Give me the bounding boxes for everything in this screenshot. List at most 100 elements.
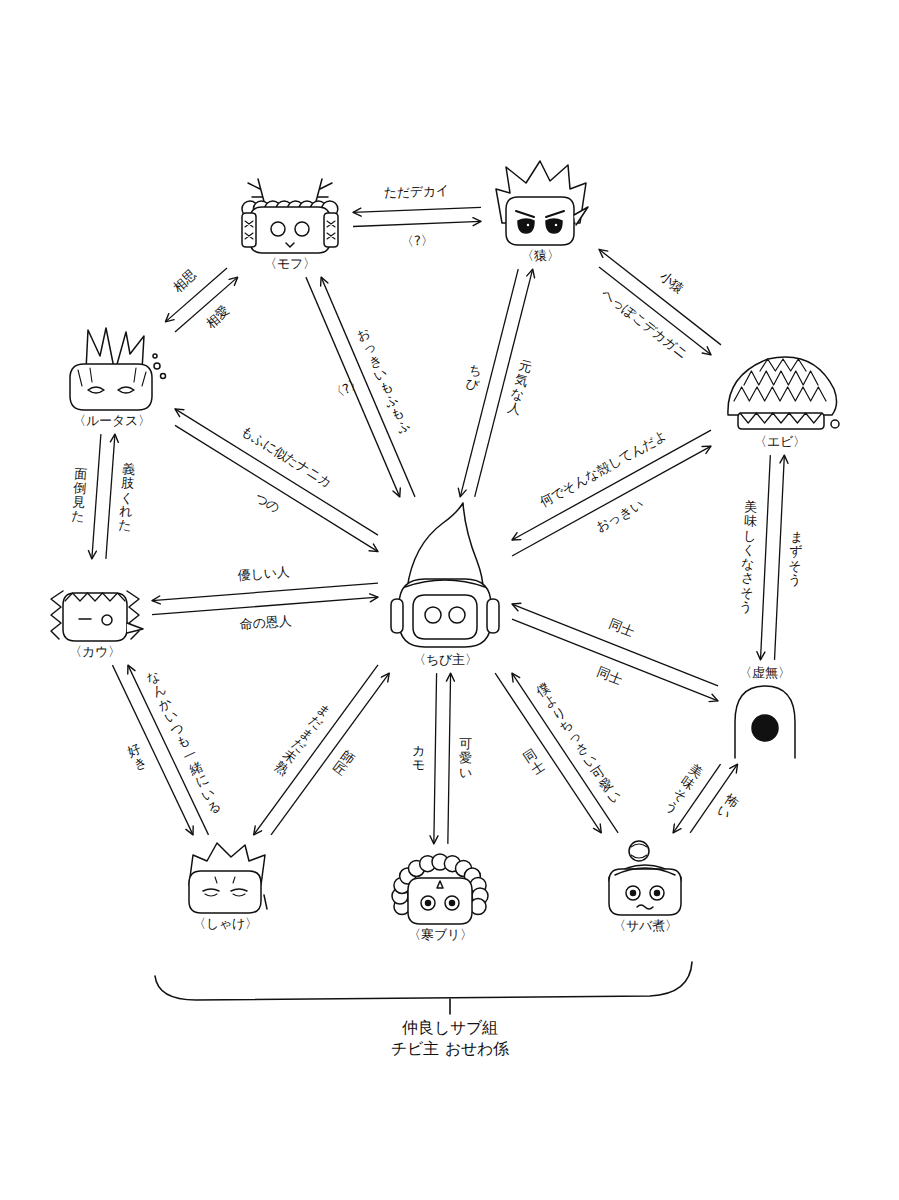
relation-label: つの: [251, 489, 284, 518]
character-node: 〈ルータス〉: [53, 326, 171, 430]
relation-label: 師匠: [329, 747, 358, 779]
relation-label: 優しい人: [235, 565, 292, 584]
character-head: [718, 349, 842, 433]
forehead-mark: [437, 881, 443, 888]
relation-label: 相愛: [202, 302, 234, 333]
void-dot: [752, 715, 778, 741]
head-outline: [408, 878, 472, 924]
relation-arrow: [152, 597, 378, 614]
jaw: [738, 413, 824, 429]
relation-label: 何でそんな殻してんだよ: [535, 428, 671, 512]
relation-arrow: [775, 455, 785, 660]
hair-line: [78, 368, 146, 386]
relation-label: 小猿: [654, 268, 687, 298]
brow: [516, 211, 564, 217]
character-head: [56, 326, 168, 412]
relation-arrow: [254, 665, 378, 835]
character-node: 〈カウ〉: [42, 563, 148, 661]
helmet: [399, 579, 491, 647]
pupil: [450, 900, 455, 905]
character-name: 〈ルータス〉: [73, 413, 151, 429]
relation-arrow: [175, 409, 378, 535]
hair-band: [615, 868, 675, 875]
head-outline: [250, 207, 330, 253]
ear-guard: [487, 599, 499, 633]
character-name: 〈しゃけ〉: [193, 916, 258, 932]
braid-mark: [327, 221, 335, 239]
relation-arrow: [106, 434, 115, 559]
braid: [324, 213, 338, 247]
eye: [650, 886, 664, 900]
character-name: 〈モフ〉: [264, 256, 316, 272]
relation-label: 怖い: [713, 791, 741, 824]
relation-label: まずそう: [788, 529, 804, 589]
relation-label: 〈?〉: [399, 233, 436, 249]
relation-arrow: [92, 434, 101, 559]
group-bracket: [155, 962, 692, 1000]
hair-bun: [629, 841, 649, 861]
relation-arrow: [512, 673, 618, 833]
hair-mark: [215, 877, 235, 883]
relation-label: 〈?〉: [328, 384, 346, 404]
character-node: 〈サバ煮〉: [592, 837, 698, 935]
ear-guard: [391, 599, 403, 633]
eye: [102, 615, 112, 625]
relation-label: 美味そう: [661, 761, 705, 817]
relation-arrow: [353, 207, 481, 212]
character-node: 〈虚無〉: [722, 664, 808, 760]
character-node: 〈猿〉: [485, 159, 595, 265]
eye: [449, 607, 465, 623]
eye: [88, 387, 104, 393]
character-name: 〈ちび主〉: [413, 652, 478, 668]
character-head: [595, 837, 695, 917]
eye-shine: [554, 223, 558, 227]
character-head: [488, 159, 592, 247]
character-node: 〈エビ〉: [715, 349, 845, 451]
relation-label: おっきいもふもふ: [354, 325, 412, 437]
group-caption: 仲良しサブ組 チビ主 おせわ係: [378, 1018, 522, 1060]
eye: [518, 219, 534, 233]
relation-label: 元気な人: [506, 357, 533, 418]
relation-label: 可愛い: [459, 736, 473, 781]
head-outline: [609, 869, 681, 915]
ear: [574, 207, 588, 225]
relation-arrow: [271, 673, 389, 835]
relation-label: ちび: [463, 362, 483, 395]
pupil: [655, 890, 660, 895]
relation-arrow: [460, 269, 518, 497]
eye: [445, 896, 459, 910]
character-head: [385, 501, 505, 651]
relation-label: 同士: [592, 664, 625, 689]
spikes: [734, 387, 826, 401]
eye: [205, 894, 245, 896]
bubble: [161, 373, 166, 378]
relation-arrow: [152, 583, 378, 600]
character-node: 〈モフ〉: [231, 171, 349, 273]
relation-label: 面倒見た: [71, 465, 88, 525]
eye: [79, 618, 91, 620]
character-head: [234, 171, 346, 255]
character-node: 〈寒ブリ〉: [385, 848, 495, 944]
character-name: 〈サバ煮〉: [613, 918, 678, 934]
character-head: [175, 839, 275, 915]
relation-label: 美味しくなさそう: [740, 498, 759, 615]
eye: [546, 219, 562, 233]
head-outline: [189, 871, 261, 913]
character-head: [45, 563, 145, 643]
hat-brim: [405, 580, 485, 587]
bun-line: [631, 844, 647, 858]
bubble: [153, 354, 157, 358]
head-outline: [506, 197, 574, 245]
relation-arrow: [321, 277, 415, 497]
relation-arrow: [512, 430, 711, 540]
eye: [626, 886, 640, 900]
relation-arrow: [448, 673, 451, 844]
hair: [65, 593, 125, 601]
braid: [242, 213, 256, 247]
character-name: 〈エビ〉: [754, 434, 806, 450]
mouth: [637, 905, 653, 909]
pupil: [631, 890, 636, 895]
relation-arrow: [434, 673, 437, 844]
relation-label: 命の恩人: [238, 614, 295, 633]
face: [413, 595, 477, 639]
